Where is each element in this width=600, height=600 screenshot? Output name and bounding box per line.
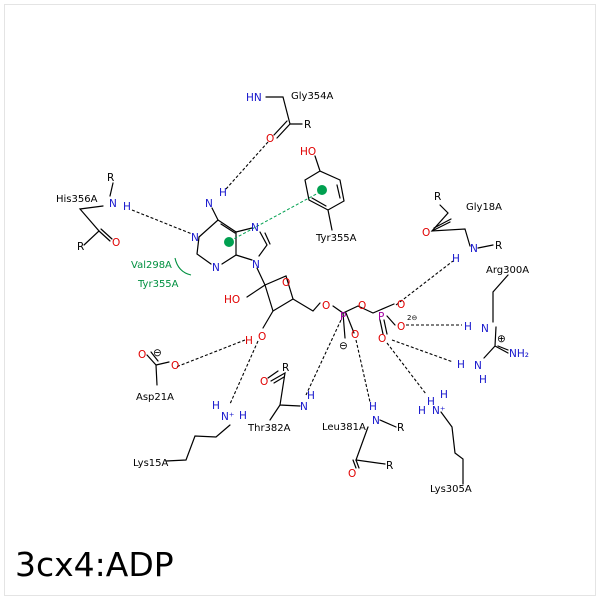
label-tyr355: Tyr355A	[315, 233, 357, 244]
atom-r2-gly18: R	[495, 240, 502, 252]
atom-n-arg-nh1: N	[474, 360, 482, 372]
ring-centroid-adenine	[224, 237, 234, 247]
atom-h1-lys15: H	[212, 400, 220, 412]
atom-r-thr382: R	[282, 362, 289, 374]
label-lys15: Lys15A	[133, 458, 169, 469]
atom-h2-lys15: H	[239, 410, 247, 422]
atom-n-arg-ne: N	[481, 323, 489, 335]
atom-h-gly18: H	[452, 253, 460, 265]
atom-ho-ribose: HO	[224, 294, 240, 306]
atom-h3-lys305: H	[418, 405, 426, 417]
atom-n-amine: N	[205, 198, 213, 210]
atom-h1-lys305: H	[440, 389, 448, 401]
atom-r-gly18: R	[434, 191, 441, 203]
atom-charge-beta: 2⊖	[407, 314, 417, 322]
atom-h-leu381: H	[369, 401, 377, 413]
covalent-bonds	[78, 96, 509, 485]
atom-n-gly18: N	[470, 243, 478, 255]
atom-o-his356: O	[112, 237, 120, 249]
atom-n-his356: N	[109, 198, 117, 210]
atom-r-leu381: R	[397, 422, 404, 434]
label-tyr355-contact: Tyr355A	[137, 279, 179, 290]
atom-o-gly354: O	[266, 133, 274, 145]
atom-n3-adenine: N	[212, 262, 220, 274]
atom-h2-arg-nh1: H	[479, 374, 487, 386]
label-lys305: Lys305A	[430, 484, 472, 495]
atom-o-thr382: O	[260, 376, 268, 388]
atom-p-beta: P	[378, 311, 384, 323]
atom-h1-amine: H	[219, 187, 227, 199]
atom-o3-ribose: O	[258, 331, 266, 343]
atom-h2-lys305: H	[427, 396, 435, 408]
label-gly18: Gly18A	[466, 202, 502, 213]
atom-o-bridge: O	[358, 300, 366, 312]
atom-hn-gly354: HN	[246, 92, 262, 104]
atom-n-lys305: N⁺	[432, 405, 445, 417]
atom-r-gly354: R	[304, 119, 311, 131]
label-arg300: Arg300A	[486, 265, 529, 276]
label-gly354: Gly354A	[291, 91, 334, 102]
label-his356: His356A	[56, 194, 98, 205]
atom-minus-alpha: ⊖	[339, 340, 348, 352]
atom-h-o3: H	[245, 335, 253, 347]
atom-n7-adenine: N	[251, 222, 259, 234]
atom-o-beta3: O	[378, 333, 386, 345]
atom-ho-tyr: HO	[300, 146, 316, 158]
atom-h-arg-nh1: H	[457, 359, 465, 371]
label-asp21: Asp21A	[136, 392, 174, 403]
atom-o-leu381: O	[348, 468, 356, 480]
atom-r2-his356: R	[77, 241, 84, 253]
label-val298: Val298A	[131, 260, 172, 271]
atom-h-his356: H	[123, 201, 131, 213]
hydrophobic-arc	[174, 257, 192, 276]
atom-h-thr382: H	[307, 390, 315, 402]
diagram-title: 3cx4:ADP	[15, 545, 174, 584]
ring-centroid-tyr	[317, 185, 327, 195]
atom-nh2-arg: NH₂	[509, 348, 529, 360]
atom-plus-arg: ⊕	[497, 333, 506, 345]
atom-o1-asp: O	[138, 349, 146, 361]
atom-o-gly18: O	[422, 227, 430, 239]
label-thr382: Thr382A	[247, 423, 291, 434]
atom-o5: O	[322, 300, 330, 312]
atom-o-alpha1: O	[351, 329, 359, 341]
atom-n-leu381: N	[372, 415, 380, 427]
atom-r2-leu381: R	[386, 460, 393, 472]
atom-r-his356: R	[107, 172, 114, 184]
pi-stacking	[224, 185, 327, 247]
atom-o4-ribose: O	[282, 277, 290, 289]
atom-n-thr382: N	[300, 401, 308, 413]
residue-labels: Gly354A His356A Tyr355A Val298A Tyr355A …	[56, 91, 529, 495]
atom-o2-asp: O	[171, 360, 179, 372]
atom-o-beta1: O	[397, 299, 405, 311]
atom-n1-adenine: N	[191, 232, 199, 244]
atom-n-lys15: N⁺	[221, 411, 234, 423]
label-leu381: Leu381A	[322, 422, 366, 433]
atom-minus-asp: ⊖	[153, 347, 162, 359]
atom-h-arg-ne: H	[464, 321, 472, 333]
atom-o-beta2: O	[397, 321, 405, 333]
diagram-frame	[4, 4, 596, 596]
atom-p-alpha: P	[340, 311, 346, 323]
atom-labels: HN R O R N H R O H N N N N N O HO O H O …	[77, 92, 529, 480]
atom-n9-adenine: N	[252, 259, 260, 271]
hydrogen-bonds	[131, 141, 462, 405]
